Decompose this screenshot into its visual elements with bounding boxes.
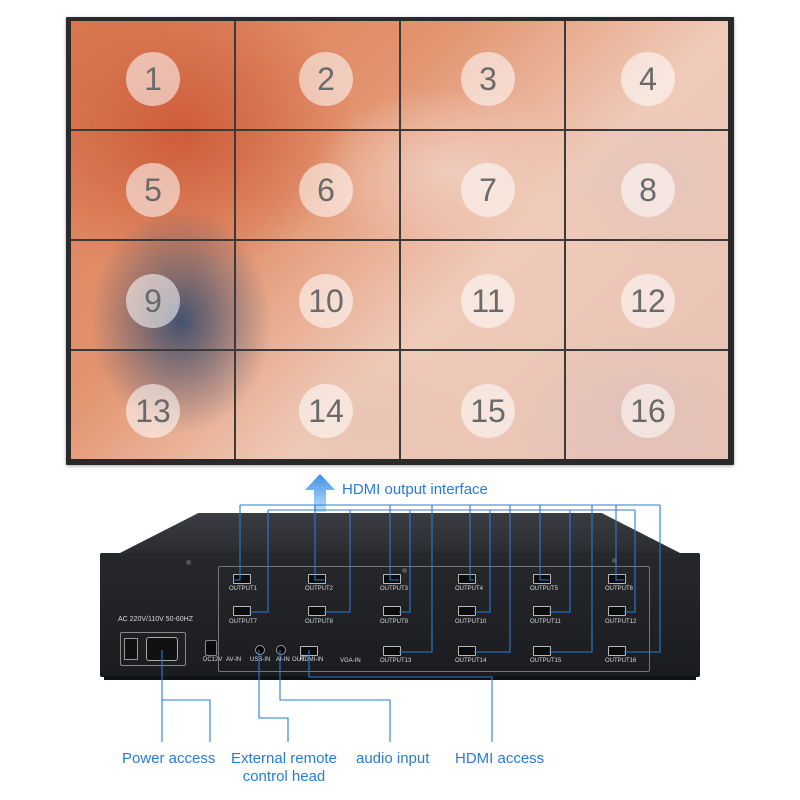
port-label: OUTPUT7: [229, 619, 258, 625]
tile-number: 5: [126, 163, 180, 217]
hdmi-port[interactable]: [533, 606, 551, 616]
port-label: OUTPUT8: [305, 619, 334, 625]
out-label: OUT: [292, 657, 305, 663]
hdmi-output-interface-label: HDMI output interface: [342, 481, 488, 498]
port-label: OUTPUT12: [605, 619, 637, 625]
hdmi-port[interactable]: [458, 606, 476, 616]
hdmi-port[interactable]: [458, 646, 476, 656]
tile-number: 16: [621, 384, 675, 438]
hdmi-port[interactable]: [233, 574, 251, 584]
remote-line-2: control head: [242, 768, 326, 785]
remote-line-1: External remote: [231, 750, 337, 767]
hdmi-port[interactable]: [608, 606, 626, 616]
hdmi-port[interactable]: [533, 646, 551, 656]
port-label: OUTPUT10: [455, 619, 487, 625]
power-switch[interactable]: [124, 638, 138, 660]
tile-number: 11: [461, 274, 515, 328]
port-label: OUTPUT13: [380, 658, 412, 664]
port-label: OUTPUT1: [229, 586, 258, 592]
screw: [402, 568, 407, 573]
tile-number: 6: [299, 163, 353, 217]
tile-number: 14: [299, 384, 353, 438]
device-base: [104, 676, 696, 680]
tile-number: 15: [461, 384, 515, 438]
up-arrow-icon: [305, 474, 335, 512]
hdmi-port[interactable]: [608, 646, 626, 656]
tile-number: 8: [621, 163, 675, 217]
tile-number: 3: [461, 52, 515, 106]
tile-divider: [71, 349, 728, 351]
hdmi-in-label: HDMI-IN: [300, 657, 324, 663]
hdmi-port[interactable]: [383, 606, 401, 616]
hdmi-port[interactable]: [233, 606, 251, 616]
port-label: OUTPUT5: [530, 586, 559, 592]
tile-divider: [71, 239, 728, 241]
ai-in-label: AI-IN: [276, 657, 290, 663]
tile-number: 4: [621, 52, 675, 106]
port-label: OUTPUT3: [380, 586, 409, 592]
port-label: OUTPUT11: [530, 619, 561, 625]
port-label: OUTPUT4: [455, 586, 484, 592]
port-label: OUTPUT6: [605, 586, 634, 592]
power-access-label: Power access: [122, 750, 216, 767]
port-label: OUTPUT2: [305, 586, 334, 592]
hdmi-port[interactable]: [458, 574, 476, 584]
power-module: [120, 632, 186, 666]
dc-jack[interactable]: [205, 640, 217, 656]
hdmi-port[interactable]: [608, 574, 626, 584]
tile-divider: [71, 129, 728, 131]
usb-in-port[interactable]: [255, 645, 265, 655]
hdmi-port[interactable]: [308, 606, 326, 616]
audio-in-port[interactable]: [276, 645, 286, 655]
hdmi-port[interactable]: [383, 646, 401, 656]
remote-control-label: External remote control head: [228, 750, 340, 786]
av-in-label: AV-IN: [226, 657, 242, 663]
hdmi-port[interactable]: [533, 574, 551, 584]
screw: [186, 560, 191, 565]
tile-number: 12: [621, 274, 675, 328]
tile-number: 2: [299, 52, 353, 106]
hdmi-port[interactable]: [308, 574, 326, 584]
hdmi-port[interactable]: [383, 574, 401, 584]
tile-number: 10: [299, 274, 353, 328]
screw: [612, 558, 617, 563]
power-spec-label: AC 220V/110V 50-60HZ: [118, 616, 193, 623]
device-top: [120, 513, 680, 553]
usb-in-label: USB-IN: [250, 657, 271, 663]
dc-label: DC12V: [203, 657, 223, 663]
output-panel: [218, 566, 650, 672]
port-label: OUTPUT9: [380, 619, 409, 625]
vga-in-label: VGA-IN: [340, 658, 361, 664]
tile-number: 7: [461, 163, 515, 217]
audio-input-label: audio input: [356, 750, 430, 767]
port-label: OUTPUT15: [530, 658, 562, 664]
tile-number: 13: [126, 384, 180, 438]
tile-number: 1: [126, 52, 180, 106]
port-label: OUTPUT16: [605, 658, 637, 664]
hdmi-access-label: HDMI access: [455, 750, 545, 767]
port-label: OUTPUT14: [455, 658, 487, 664]
tile-number: 9: [126, 274, 180, 328]
